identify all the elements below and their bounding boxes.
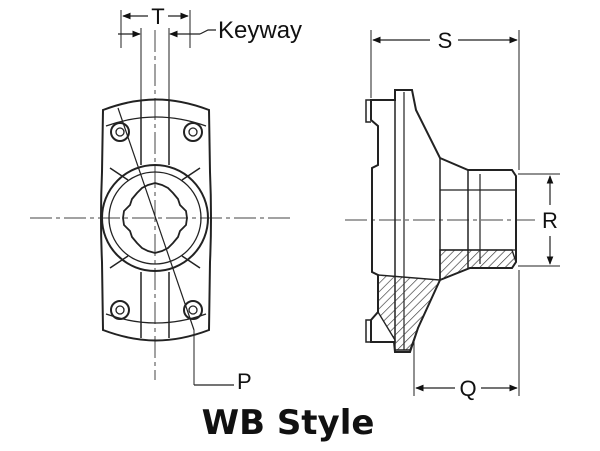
keyway-leader bbox=[199, 29, 216, 35]
side-view bbox=[345, 30, 560, 396]
upper-lug bbox=[365, 99, 371, 123]
t-dimension-label: T bbox=[151, 4, 164, 29]
lower-waist bbox=[109, 255, 201, 269]
hatched-section-flange bbox=[377, 274, 442, 351]
bolt-hole-bottom-right bbox=[183, 300, 203, 320]
splined-bore bbox=[122, 182, 188, 254]
yoke-body-outline bbox=[100, 98, 212, 342]
lower-lug bbox=[365, 319, 371, 343]
keyway-label: Keyway bbox=[218, 17, 302, 44]
hub-inner-circle bbox=[108, 171, 202, 265]
hatched-section-hub bbox=[439, 249, 517, 282]
caption-title: WB Style bbox=[202, 403, 375, 443]
q-dimension-label: Q bbox=[459, 376, 476, 401]
front-view bbox=[30, 10, 292, 386]
bolt-hole-top-left bbox=[110, 122, 130, 142]
s-dimension-label: S bbox=[438, 28, 453, 53]
r-dimension-label: R bbox=[542, 208, 558, 233]
bolt-hole-top-right bbox=[183, 122, 203, 142]
hub-outer-circle bbox=[101, 164, 209, 272]
bolt-pattern-diagonal bbox=[117, 107, 195, 331]
p-dimension-label: P bbox=[237, 369, 252, 394]
upper-waist bbox=[109, 167, 201, 181]
bolt-hole-bottom-left bbox=[110, 300, 130, 320]
